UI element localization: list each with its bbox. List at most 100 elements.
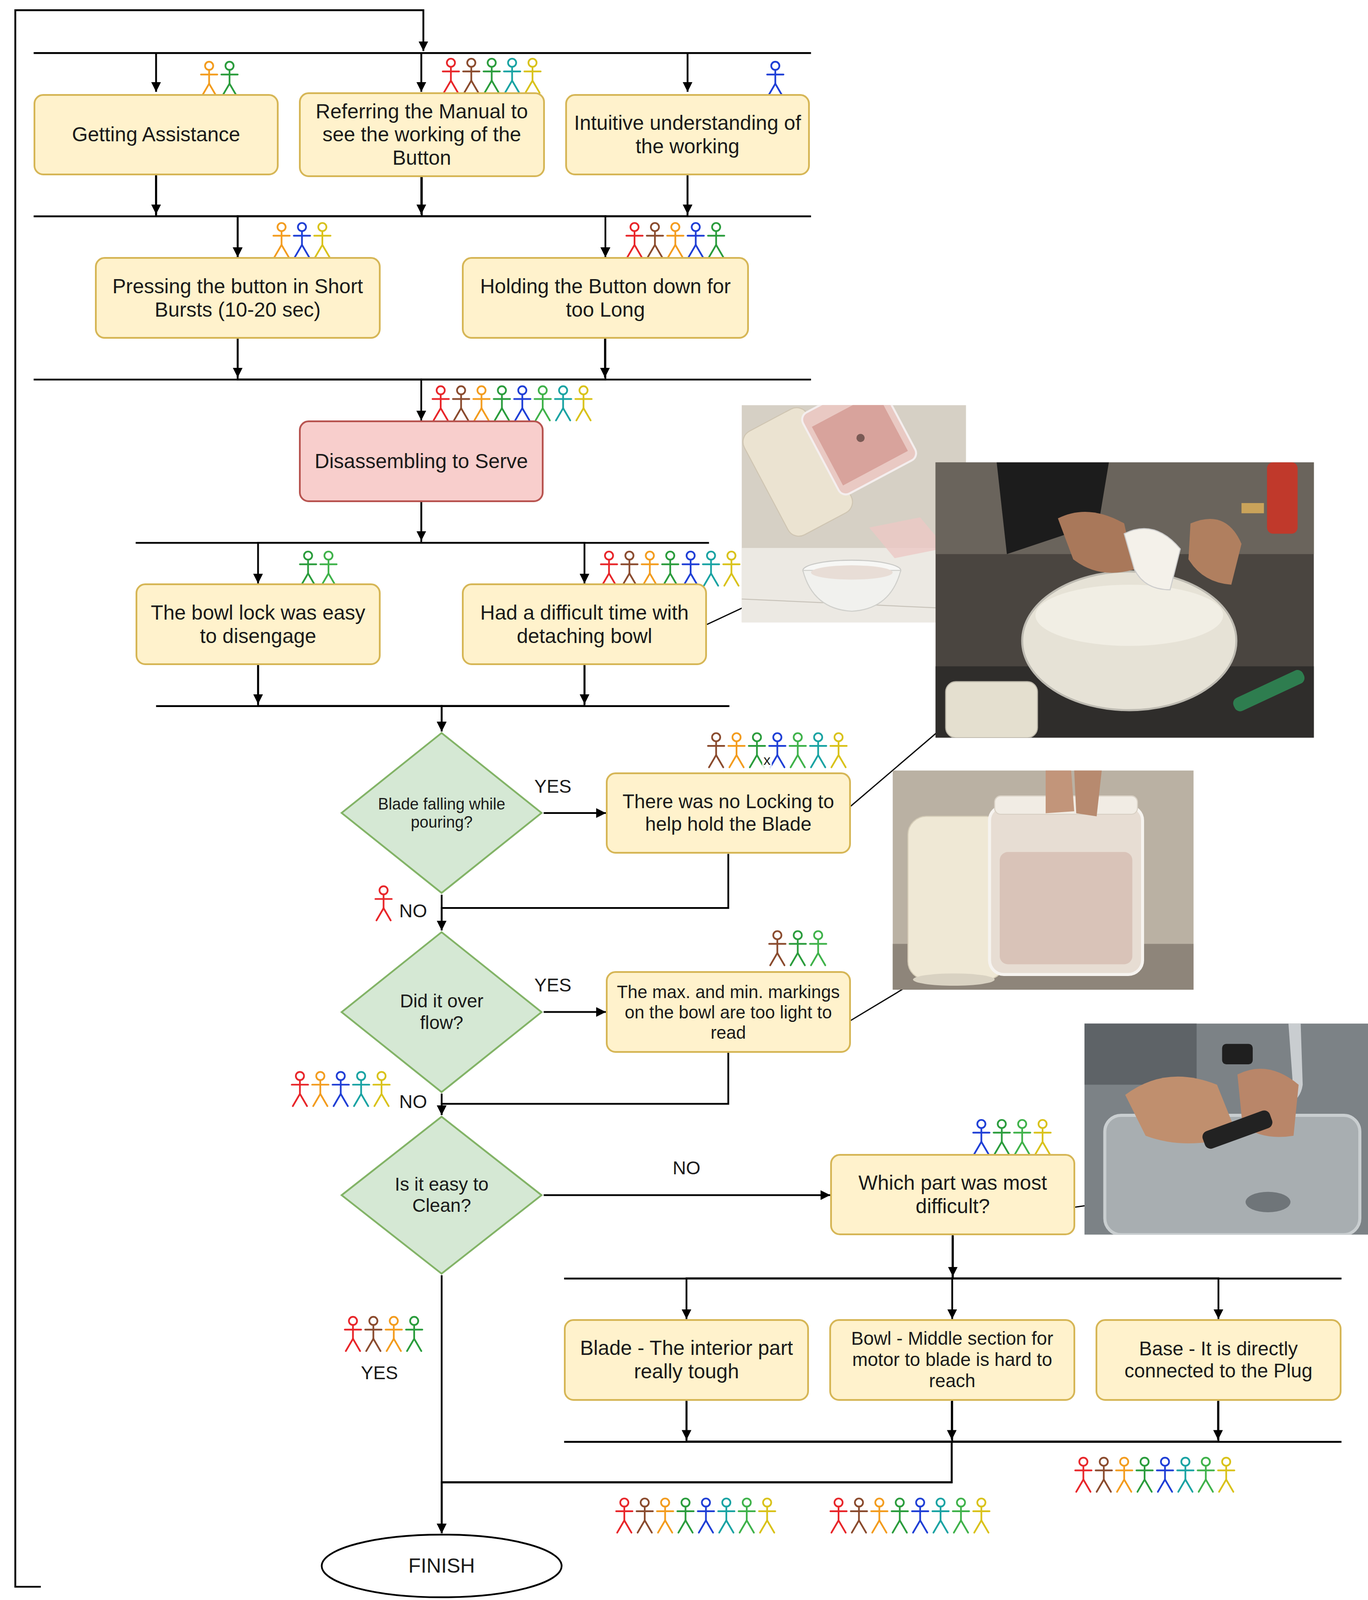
stick-figure [432,386,450,421]
stick-figure-limb [1117,1479,1125,1492]
stick-figure-limb [623,1506,626,1521]
stick-figure-limb [646,234,664,237]
flow-connector [237,175,688,257]
stick-figure [641,551,658,586]
stick-figure-limb [345,1338,353,1351]
stick-figure-head [773,930,782,939]
stick-figure-limb [501,394,503,409]
stick-figure-limb [293,234,310,237]
stick-figure [707,733,725,768]
flow-connector [441,1052,729,1115]
stick-figure-head [377,1071,386,1080]
stick-figure-head [712,733,721,741]
stick-figure-limb [710,573,719,586]
stick-figure-head [336,1071,345,1080]
stick-figure-limb [1185,1479,1193,1492]
node-text: Base - It is directly connected to the P… [1103,1337,1334,1383]
stick-figure-limb [484,80,492,94]
stick-figure-head [773,733,782,741]
stick-figure-limb [831,1520,839,1533]
stick-figure-limb [366,1338,374,1351]
stick-figure [993,1119,1010,1154]
stick-figure-limb [1042,1141,1050,1155]
stick-figure [273,222,290,257]
stick-figure [312,1071,329,1106]
stick-figure-limb [312,1083,329,1086]
stick-figure-limb [382,894,385,908]
stick-figure-limb [600,563,618,566]
stick-figure-head [977,1498,986,1507]
stick-figure-limb [208,69,211,84]
stick-figure [667,222,684,257]
stick-figure-limb [1225,1465,1228,1480]
stick-figure [320,551,337,586]
stick-figure [1115,1457,1133,1492]
stick-figure-limb [407,1338,415,1351]
stick-figure-head [277,222,286,231]
stick-figure [707,222,725,257]
stick-figure-limb [746,1520,754,1533]
stick-figure-head [875,1498,884,1507]
stick-figure-head [793,733,802,741]
stick-figure-limb [541,394,544,409]
node-text: There was no Locking to help hold the Bl… [613,790,843,836]
stick-figure-limb [657,1520,666,1533]
stick-figure [687,222,704,257]
process-box: The bowl lock was easy to disengage [135,583,381,666]
stick-figure-limb [777,952,785,966]
process-box: Which part was most difficult? [830,1153,1075,1236]
stick-figure [891,1498,908,1533]
stick-figure-head [324,551,333,560]
stick-figure-head [722,1498,731,1507]
stick-figure [932,1498,949,1533]
node-text: Holding the Button down for too Long [469,274,741,322]
photo-part [741,547,967,623]
stick-figure-limb [974,1141,982,1155]
stick-figure-head [854,1498,863,1507]
stick-figure-limb [993,1131,1010,1134]
node-text: Intuitive understanding of the working [573,111,802,159]
bar-arrows [15,10,1219,1587]
stick-figure-limb [1083,1479,1091,1492]
terminal-ellipse: FINISH [319,1533,564,1599]
stick-figure-limb [440,408,448,421]
stick-figure-head [977,1119,986,1128]
stick-figure-limb [333,1093,341,1107]
node-text: Is it easy to Clean? [376,1173,507,1217]
stick-figure-limb [730,559,733,574]
stick-figure [293,222,310,257]
stick-figure-limb [838,1520,846,1533]
flow-connector [441,1400,1219,1534]
stick-figure-limb [981,1520,989,1533]
stick-figure-head [712,222,721,231]
stick-figure-limb [315,245,323,258]
flow-connector [543,812,606,814]
stick-figure-head [1079,1457,1088,1466]
diamond-shape [341,1116,542,1274]
stick-figure-limb [443,80,451,94]
stick-figure-limb [919,1506,922,1521]
stick-figure-limb [515,408,523,421]
photo-part-part [799,375,919,498]
stick-figure-limb [974,1520,982,1533]
stick-figure-limb [221,73,238,76]
node-text: Blade - The interior part really tough [571,1336,801,1384]
stick-figure-limb [582,394,585,409]
stick-figure-head [410,1316,419,1325]
stick-figure-limb [513,397,531,400]
stick-figure-limb [320,1093,328,1107]
photo-part [1231,668,1307,714]
stick-figure-limb [525,80,533,94]
stick-figure-limb [405,1328,423,1331]
stick-figure-limb [319,1080,322,1094]
stick-figure-limb [878,1506,881,1521]
stick-figure-head [666,551,675,560]
decision-diamond: Blade falling while pouring? [339,731,544,895]
stick-figure-head [956,1498,965,1507]
stick-figure-limb [729,755,737,768]
stick-figure [767,61,784,96]
stick-figure-limb [776,741,779,756]
stick-figure-head [487,58,496,67]
stick-figure-limb [562,394,564,409]
stick-figure-limb [811,952,819,966]
